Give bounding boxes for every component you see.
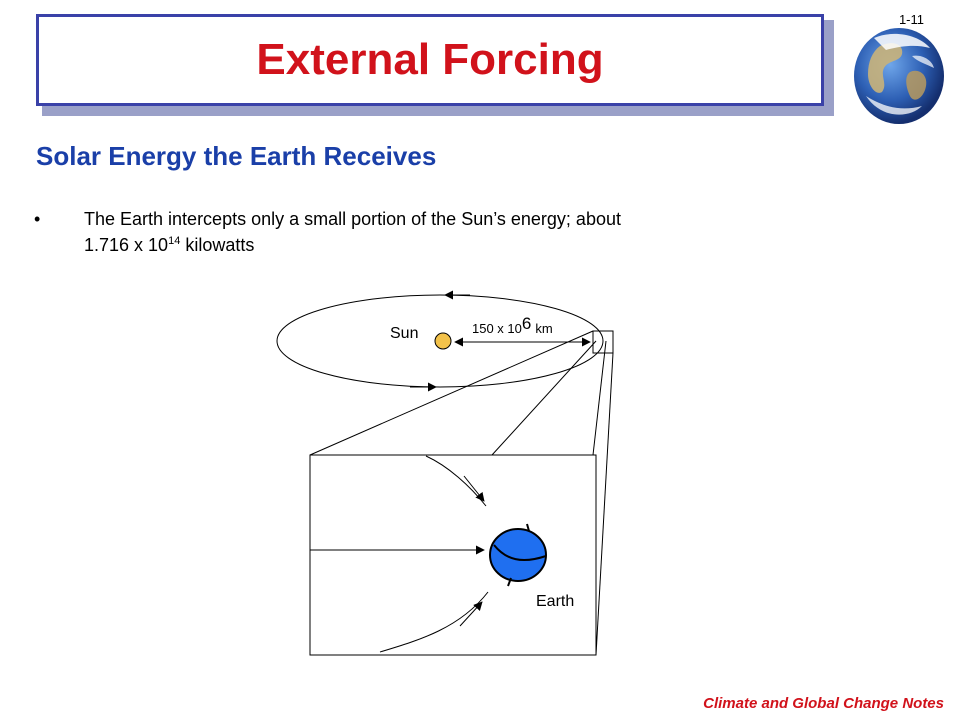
bullet-marker: • xyxy=(34,209,41,229)
earth-icon xyxy=(489,528,547,582)
orbit-arc-upper xyxy=(425,455,487,507)
earth-position-box xyxy=(592,330,614,354)
earth-terminator-line xyxy=(493,544,547,561)
earth-label: Earth xyxy=(536,593,574,610)
zoom-line xyxy=(491,340,597,456)
earth-axis-top xyxy=(526,523,530,532)
distance-base: 150 x 10 xyxy=(472,321,522,336)
footer-notes: Climate and Global Change Notes xyxy=(703,695,944,712)
title-box: External Forcing xyxy=(36,14,824,106)
slide-title: External Forcing xyxy=(256,35,604,84)
sun-icon xyxy=(434,332,452,350)
distance-label: 150 x 106 km xyxy=(472,314,553,336)
zoom-line xyxy=(595,352,614,656)
orbit-arc-lower xyxy=(379,591,489,653)
orbit-arrow-lower xyxy=(459,601,483,627)
orbit-arrow-upper xyxy=(463,475,485,502)
distance-exponent: 6 xyxy=(522,314,531,333)
sun-label: Sun xyxy=(390,325,418,342)
bullet-text-line: The Earth intercepts only a small portio… xyxy=(84,209,621,229)
distance-unit: km xyxy=(535,321,552,336)
zoom-line xyxy=(592,340,607,456)
energy-value-base: 1.716 x 10 xyxy=(84,235,169,255)
earth-orbit xyxy=(276,294,604,388)
slide-subtitle: Solar Energy the Earth Receives xyxy=(36,141,437,171)
earth-axis-bottom xyxy=(507,577,512,587)
energy-unit: kilowatts xyxy=(185,235,255,255)
bullet-text: The Earth intercepts only a small portio… xyxy=(84,206,844,258)
earth-globe-icon xyxy=(854,28,944,124)
energy-value-exponent: 14 xyxy=(168,235,181,247)
zoom-line xyxy=(309,330,594,456)
slide-number: 1-11 xyxy=(898,12,924,27)
zoom-box xyxy=(309,454,597,656)
